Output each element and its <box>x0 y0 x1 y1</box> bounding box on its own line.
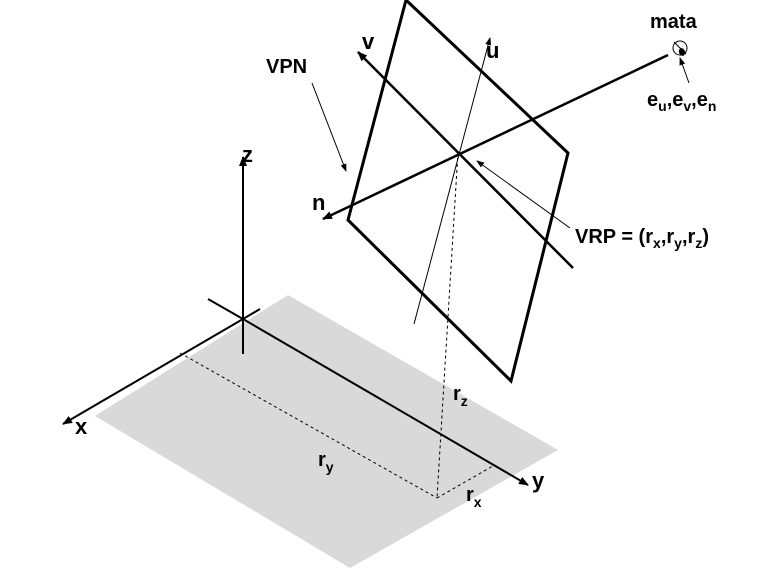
annotation-pointers <box>311 57 690 229</box>
vpn-label: VPN <box>266 56 307 78</box>
vrp-label: VRP = (rx,ry,rz) <box>575 226 709 251</box>
eye-icon <box>672 40 688 56</box>
vrp-pointer <box>476 160 571 229</box>
n-axis <box>322 53 669 221</box>
v-axis <box>357 51 574 269</box>
negative-y-axis <box>207 298 244 320</box>
negative-x-axis <box>242 308 261 320</box>
ground-plane <box>95 295 558 568</box>
vrp-projection-lines <box>179 151 494 499</box>
u-axis <box>413 37 492 325</box>
eye-label: mata <box>650 11 698 33</box>
n-axis-label: n <box>312 190 325 215</box>
ry-dashed-line <box>179 352 438 499</box>
rz-label: rz <box>453 383 468 409</box>
vpn-pointer <box>311 82 347 172</box>
x-axis <box>62 318 244 425</box>
x-axis-label: x <box>75 414 88 439</box>
ry-label: ry <box>318 449 334 475</box>
viewing-axes <box>322 37 669 325</box>
eye-basis-label: eu,ev,en <box>647 89 716 114</box>
rz-dashed-line <box>436 151 459 499</box>
view-plane <box>346 0 570 384</box>
y-axis <box>242 318 529 486</box>
rx-label: rx <box>466 484 482 510</box>
eye-pointer <box>679 57 690 84</box>
rx-dashed-line <box>436 465 494 499</box>
u-axis-label: u <box>486 38 499 63</box>
world-axes <box>62 156 529 486</box>
v-axis-label: v <box>362 29 375 54</box>
z-axis-label: z <box>242 142 253 167</box>
y-axis-label: y <box>532 468 545 493</box>
